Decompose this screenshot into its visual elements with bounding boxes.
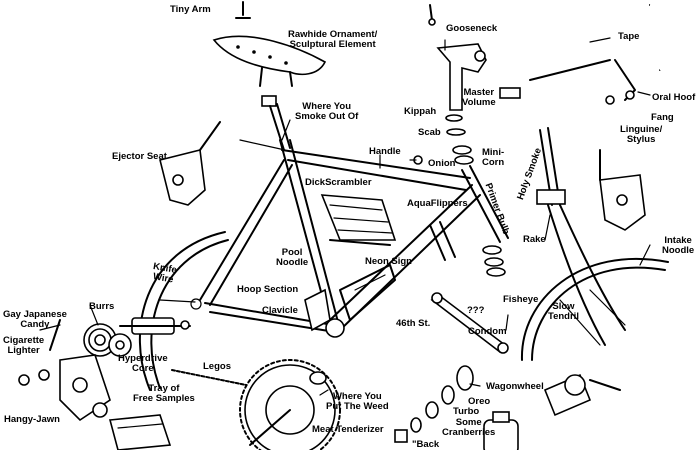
- tiny-arm-part: [235, 1, 251, 19]
- label-oreo: Oreo: [468, 396, 491, 407]
- label-back: "Back: [412, 439, 440, 450]
- shifters: [429, 221, 456, 261]
- label-linguine-stylus: Linguine/ Stylus: [620, 124, 663, 145]
- label-neon-sign: Neon Sign: [365, 256, 412, 267]
- label-turbo: Turbo: [453, 406, 480, 417]
- chain: [171, 369, 247, 386]
- leader-lines: [39, 37, 651, 396]
- label-some-cranberries: Some Cranberries: [442, 417, 496, 438]
- handlebar: [527, 2, 685, 106]
- label-ejector-seat: Ejector Seat: [112, 151, 167, 162]
- rear-brake: [159, 121, 286, 206]
- label-hoop-section: Hoop Section: [237, 284, 299, 295]
- label-mini-corn: Mini- Corn: [482, 147, 505, 168]
- label-rake: Rake: [523, 234, 546, 245]
- headset-parts: [413, 114, 506, 277]
- bottom-bracket-shell: [325, 318, 345, 338]
- label-master-volume: Master Volume: [462, 87, 496, 108]
- label-rawhide-ornament: Rawhide Ornament/ Sculptural Element: [288, 29, 378, 50]
- front-derailleur: [304, 288, 331, 332]
- label-gay-japanese-candy: Gay Japanese Candy: [3, 309, 67, 330]
- head-tube: [461, 169, 501, 243]
- label-fisheye: Fisheye: [503, 294, 539, 305]
- water-bottle: [483, 411, 519, 450]
- saddle: [212, 35, 327, 87]
- label-fang: Fang: [651, 112, 674, 123]
- seatpost: [261, 95, 291, 151]
- label-slow-tendril: Slow Tendril: [548, 301, 579, 322]
- label-handle: Handle: [369, 146, 401, 157]
- rear-derailleur: [18, 319, 111, 422]
- pedal: [320, 194, 397, 246]
- label-burrs: Burrs: [89, 301, 115, 312]
- label-knife-wire: Knife Wire: [152, 261, 178, 286]
- label-legos: Legos: [203, 361, 231, 372]
- front-fender: [520, 257, 669, 361]
- label-oral-hoof: Oral Hoof: [652, 92, 696, 103]
- chainring: [239, 359, 341, 450]
- label-46th-st: 46th St.: [396, 318, 431, 329]
- label-intake-noodle: Intake Noodle: [662, 235, 695, 256]
- front-brake: [599, 149, 646, 231]
- label-onion: Onion: [428, 158, 456, 169]
- label-aquaflippers: AquaFlippers: [407, 198, 468, 209]
- front-hub-parts: [394, 365, 621, 443]
- rear-fender: [138, 231, 229, 391]
- rear-hub: [119, 317, 191, 335]
- frame: [190, 139, 509, 338]
- label-dickscrambler: DickScrambler: [305, 177, 372, 188]
- top-tube: [281, 149, 471, 179]
- label-wagonwheel: Wagonwheel: [486, 381, 544, 392]
- label-tray-of-free-samples: Tray of Free Samples: [133, 383, 195, 404]
- label-clavicle: Clavicle: [262, 305, 298, 316]
- label-cigarette-lighter: Cigarette Lighter: [3, 335, 45, 356]
- label-tape: Tape: [618, 31, 640, 42]
- label-tiny-arm: Tiny Arm: [170, 4, 211, 15]
- pedal-tray: [108, 414, 172, 450]
- label-scab: Scab: [418, 127, 441, 138]
- seat-clamp: [309, 371, 327, 385]
- label-where-you-smoke-out-of: Where You Smoke Out Of: [295, 101, 359, 122]
- cassette-burrs: [83, 323, 132, 357]
- label-kippah: Kippah: [404, 106, 437, 117]
- label-gooseneck: Gooseneck: [446, 23, 498, 34]
- seat-stay: [199, 159, 285, 301]
- gooseneck-part: [428, 4, 521, 111]
- label-hangy-jawn: Hangy-Jawn: [4, 414, 60, 425]
- label-condom: Condom: [468, 326, 507, 337]
- label-meat-tenderizer: Meat Tenderizer: [312, 424, 384, 435]
- bottle-cage: [339, 264, 396, 321]
- fork: [536, 127, 626, 346]
- label-where-you-put-the-weed: Where You Put The Weed: [326, 391, 389, 412]
- crank-arm: [430, 292, 509, 354]
- label-question-marks: ???: [467, 305, 485, 316]
- label-hyperdrive-core: Hyperdrive Core: [118, 353, 168, 374]
- label-pool-noodle: Pool Noodle: [276, 247, 309, 268]
- down-tube: [329, 184, 473, 321]
